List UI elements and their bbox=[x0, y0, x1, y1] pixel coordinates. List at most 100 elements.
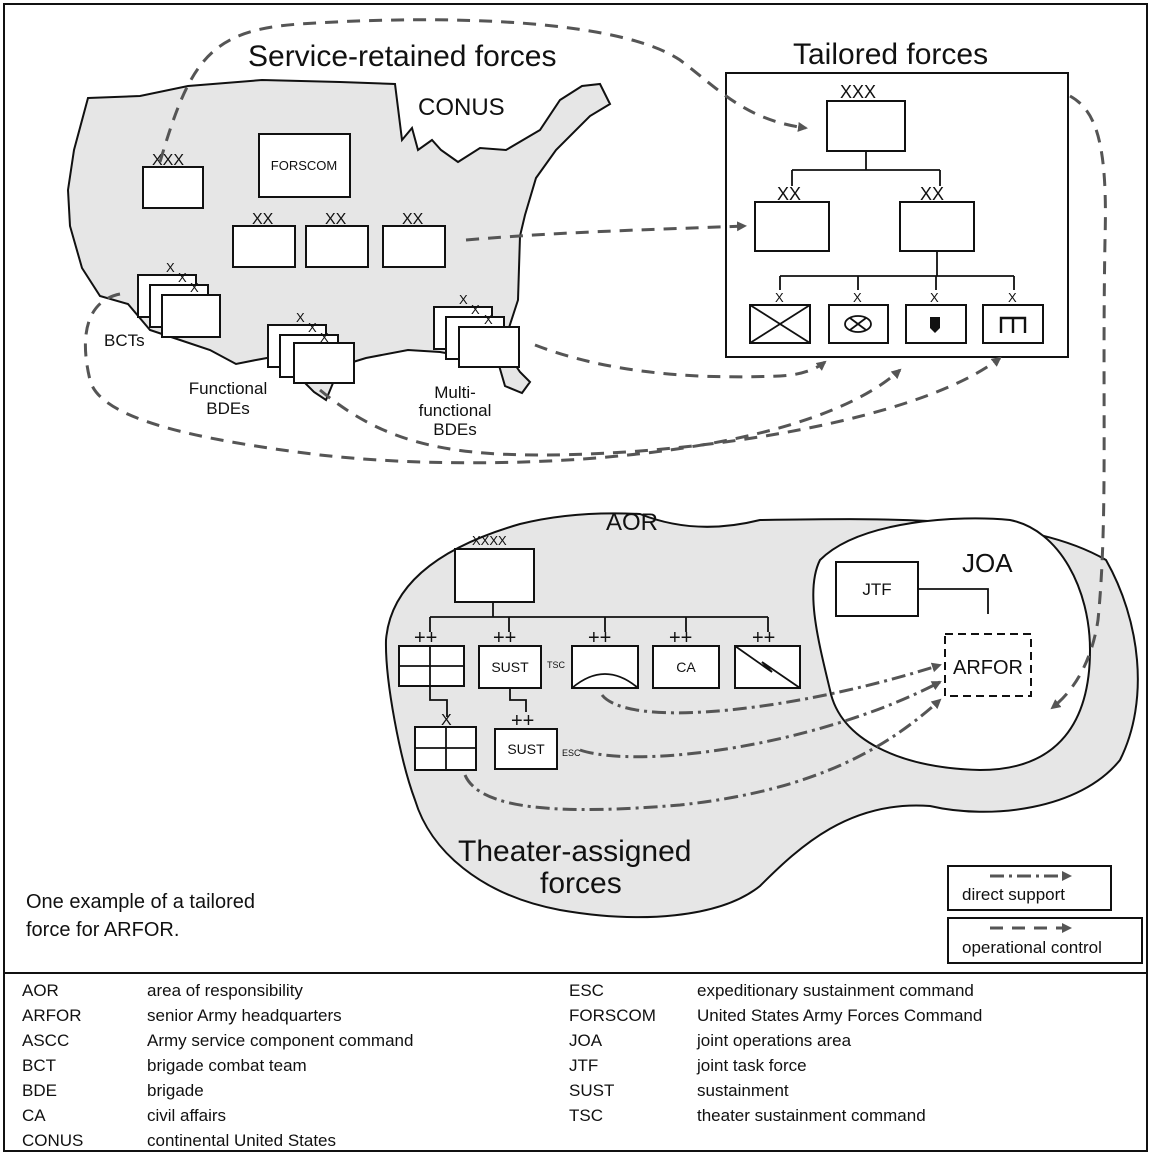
engineer-symbol bbox=[999, 316, 1027, 333]
functional-label-1: Functional bbox=[189, 379, 267, 398]
artillery-symbol bbox=[930, 317, 940, 333]
glossary-abbr: CONUS bbox=[22, 1131, 83, 1150]
esc-sust-label: SUST bbox=[507, 741, 545, 757]
corps-unit-box bbox=[142, 166, 204, 209]
glossary-abbr: AOR bbox=[22, 981, 59, 1000]
cmd-echelon-5: ++ bbox=[752, 627, 775, 649]
tailored-div-echelon-2: XX bbox=[920, 184, 944, 204]
glossary-def: brigade combat team bbox=[147, 1056, 307, 1075]
legend-operational-control: operational control bbox=[962, 938, 1102, 957]
signal-symbol bbox=[734, 645, 801, 689]
legend-direct-support-box bbox=[947, 865, 1112, 911]
armor-symbol bbox=[844, 315, 872, 333]
glossary-abbr: JOA bbox=[569, 1031, 603, 1050]
func-echelon-1: X bbox=[296, 310, 305, 325]
org-line bbox=[429, 686, 448, 717]
func-echelon-2: X bbox=[308, 320, 317, 335]
glossary-abbr: CA bbox=[22, 1106, 46, 1125]
division-box-1 bbox=[232, 225, 296, 268]
multi-box-3 bbox=[458, 326, 520, 368]
cmd-echelon-1: ++ bbox=[414, 627, 437, 649]
func-echelon-3: X bbox=[320, 330, 329, 345]
division-echelon-1: XX bbox=[252, 211, 274, 228]
multi-echelon-3: X bbox=[484, 312, 493, 327]
glossary-def: joint operations area bbox=[696, 1031, 852, 1050]
jtf-label: JTF bbox=[862, 580, 891, 599]
bct-box-3 bbox=[161, 294, 221, 338]
arfor-box bbox=[944, 633, 1032, 697]
medical-symbol bbox=[571, 673, 639, 689]
note-line-2: force for ARFOR. bbox=[26, 919, 179, 941]
tailored-bde-echelon-1: X bbox=[775, 290, 784, 305]
glossary-abbr: SUST bbox=[569, 1081, 614, 1100]
opcon-arrow-multifunctional bbox=[534, 343, 827, 379]
opcon-arrow-divisions bbox=[465, 221, 747, 242]
multi-echelon-2: X bbox=[471, 302, 480, 317]
org-line bbox=[509, 688, 527, 712]
func-box-3 bbox=[293, 342, 355, 384]
tailored-bde-echelon-4: X bbox=[1008, 290, 1017, 305]
opcon-arrow-arfor bbox=[1050, 94, 1107, 710]
cmd-echelon-4: ++ bbox=[669, 627, 692, 649]
glossary-def: area of responsibility bbox=[147, 981, 303, 1000]
multi-label-3: BDEs bbox=[433, 420, 476, 439]
tailored-bde-echelon-2: X bbox=[853, 290, 862, 305]
tsc-sust-label: SUST bbox=[491, 659, 529, 675]
bcts-label: BCTs bbox=[104, 331, 145, 350]
opcon-arrow-bct bbox=[83, 292, 902, 465]
division-box-2 bbox=[305, 225, 369, 268]
theater-title-line1: Theater-assigned bbox=[458, 835, 691, 868]
conus-label: CONUS bbox=[418, 94, 505, 121]
tailored-forces-title: Tailored forces bbox=[793, 38, 988, 71]
glossary-def: brigade bbox=[147, 1081, 204, 1100]
division-box-3 bbox=[382, 225, 446, 268]
legend-opcon-box bbox=[947, 917, 1143, 964]
division-echelon-2: XX bbox=[325, 211, 347, 228]
bct-echelon-1: X bbox=[166, 260, 175, 275]
tailored-corps-box bbox=[826, 100, 906, 152]
aor-label: AOR bbox=[606, 509, 658, 536]
glossary-abbr: ESC bbox=[569, 981, 604, 1000]
glossary-def: senior Army headquarters bbox=[147, 1006, 342, 1025]
glossary-def: expeditionary sustainment command bbox=[697, 981, 974, 1000]
tsc-label: TSC bbox=[547, 660, 566, 670]
corps-echelon: XXX bbox=[152, 152, 184, 169]
ca-label: CA bbox=[676, 659, 696, 675]
tailored-bde-echelon-3: X bbox=[930, 290, 939, 305]
army-hq-box bbox=[454, 548, 535, 603]
tailored-corps-echelon: XXX bbox=[840, 82, 876, 102]
glossary-def: United States Army Forces Command bbox=[697, 1006, 982, 1025]
forscom-box bbox=[258, 133, 351, 198]
army-echelon: XXXX bbox=[472, 533, 507, 548]
service-retained-title: Service-retained forces bbox=[248, 40, 556, 73]
forscom-label: FORSCOM bbox=[271, 158, 337, 173]
functional-label-2: BDEs bbox=[206, 399, 249, 418]
jtf-arfor-line bbox=[918, 588, 989, 614]
bde-echelon-theater: X bbox=[441, 712, 452, 729]
cmd-echelon-2: ++ bbox=[493, 627, 516, 649]
infantry-symbol bbox=[749, 304, 811, 344]
glossary-abbr: ARFOR bbox=[22, 1006, 82, 1025]
glossary: AOR area of responsibility ARFOR senior … bbox=[22, 981, 982, 1150]
ds-arrow-esc bbox=[579, 680, 942, 759]
opcon-arrow-corps bbox=[158, 18, 808, 163]
armor-symbol bbox=[849, 317, 867, 331]
glossary-abbr: BDE bbox=[22, 1081, 57, 1100]
glossary-def: joint task force bbox=[696, 1056, 807, 1075]
ds-arrow-brigade bbox=[463, 698, 942, 812]
glossary-abbr: ASCC bbox=[22, 1031, 69, 1050]
glossary-abbr: FORSCOM bbox=[569, 1006, 656, 1025]
esc-box bbox=[494, 728, 558, 770]
esc-label: ESC bbox=[562, 748, 581, 758]
joa-label: JOA bbox=[962, 548, 1013, 578]
arfor-label: ARFOR bbox=[953, 657, 1023, 679]
tailored-division-box-2 bbox=[899, 201, 975, 252]
glossary-def: continental United States bbox=[147, 1131, 336, 1150]
division-echelon-3: XX bbox=[402, 211, 424, 228]
cmd-echelon-3: ++ bbox=[588, 627, 611, 649]
glossary-def: theater sustainment command bbox=[697, 1106, 926, 1125]
multi-echelon-1: X bbox=[459, 292, 468, 307]
figure-frame bbox=[3, 3, 1148, 1152]
note-line-1: One example of a tailored bbox=[26, 891, 255, 913]
